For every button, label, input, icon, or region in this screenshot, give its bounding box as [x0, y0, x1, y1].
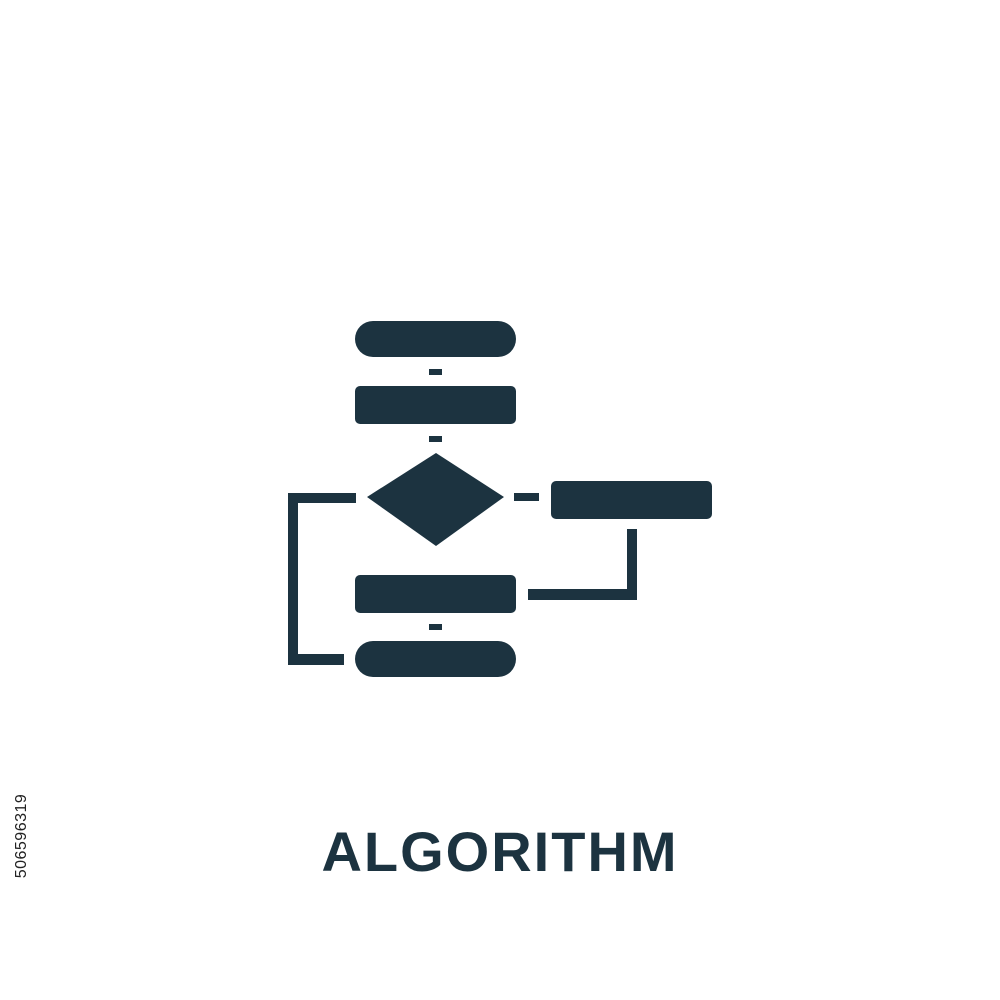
process-box-shape [355, 575, 516, 613]
return-line [528, 529, 637, 600]
loop-line [288, 493, 356, 665]
process-box-shape [355, 386, 516, 424]
end-terminator-shape [355, 641, 516, 677]
stock-id-text: 506596319 [13, 793, 30, 879]
decision-diamond-shape [367, 453, 504, 546]
connector-dash [514, 493, 539, 501]
connector-dash [429, 369, 442, 375]
connector-dash [429, 624, 442, 630]
side-process-box-shape [551, 481, 712, 519]
start-terminator-shape [355, 321, 516, 357]
icon-caption: ALGORITHM [321, 820, 679, 883]
connector-dash [429, 436, 442, 442]
